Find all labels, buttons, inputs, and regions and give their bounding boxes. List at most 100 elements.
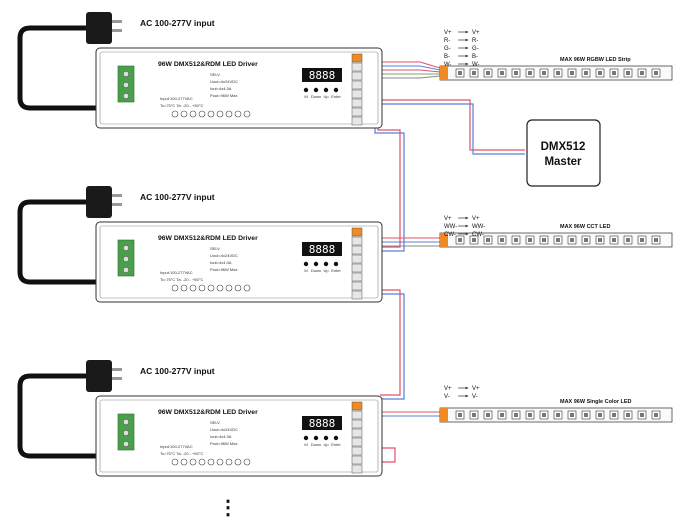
- driver-button-m[interactable]: [303, 261, 309, 267]
- spec-line: Input:100-277VAC: [160, 96, 193, 101]
- ac-input-label: AC 100-277V input: [140, 192, 215, 202]
- segment-display: 8888: [302, 68, 342, 82]
- display-digits: 8888: [309, 69, 336, 82]
- button-label: M: [304, 442, 307, 447]
- segment-display: 8888: [302, 416, 342, 430]
- input-terminal-block: [117, 65, 135, 103]
- spec-line: Iout=4x4.0A: [210, 434, 232, 439]
- driver-button-enter[interactable]: [333, 87, 339, 93]
- pin-to: B-: [472, 54, 478, 60]
- display-digits: 8888: [309, 243, 336, 256]
- spec-line: SELV: [210, 420, 220, 425]
- pin-to: R-: [472, 38, 478, 44]
- certification-icons: [171, 110, 251, 118]
- button-label: Up: [323, 268, 329, 273]
- pin-to: WW-: [472, 224, 485, 230]
- button-label: Up: [323, 94, 329, 99]
- pin-to: V+: [472, 30, 480, 36]
- led-strip-2: MAX 96W CCT LED V+ V+ WW- WW- CW- CW-: [439, 216, 673, 248]
- button-label: Enter: [331, 442, 341, 447]
- driver-button-enter[interactable]: [333, 261, 339, 267]
- display-digits: 8888: [309, 417, 336, 430]
- driver-button-down[interactable]: [313, 87, 319, 93]
- driver-title: 96W DMX512&RDM LED Driver: [158, 409, 258, 416]
- led-strip-3: MAX 96W Single Color LED V+ V+ V- V-: [439, 386, 673, 423]
- pin-from: R-: [444, 38, 450, 44]
- button-label: Enter: [331, 94, 341, 99]
- pin-from: WW-: [444, 224, 457, 230]
- led-driver-1: AC 100-277V input 96W DMX512&RDM LED Driv…: [17, 12, 383, 129]
- driver-button-up[interactable]: [323, 87, 329, 93]
- pin-to: V+: [472, 386, 480, 392]
- pin-to: G-: [472, 46, 479, 52]
- master-line-2: Master: [544, 156, 582, 168]
- pin-from: W-: [444, 62, 452, 68]
- spec-line: Uout=4x24VDC: [210, 427, 238, 432]
- driver-button-m[interactable]: [303, 435, 309, 441]
- led-driver-2: AC 100-277V input 96W DMX512&RDM LED Driv…: [17, 186, 383, 303]
- power-plug-icon: [17, 12, 122, 111]
- spec-line: Iout=4x4.0A: [210, 260, 232, 265]
- spec-line: Input:100-277VAC: [160, 270, 193, 275]
- output-terminal-block: [351, 227, 363, 300]
- pin-to: V+: [472, 216, 480, 222]
- spec-line: Tc=75°C Ta: -20 - +50°C: [160, 277, 203, 282]
- spec-line: Pout=96W Max: [210, 441, 237, 446]
- driver-title: 96W DMX512&RDM LED Driver: [158, 61, 258, 68]
- driver-button-down[interactable]: [313, 435, 319, 441]
- pin-from: V-: [444, 394, 450, 400]
- output-terminal-block: [351, 53, 363, 126]
- pin-to: CW-: [472, 232, 484, 238]
- button-label: Down: [311, 268, 321, 273]
- pin-from: V+: [444, 30, 452, 36]
- pin-from: G-: [444, 46, 451, 52]
- spec-line: SELV: [210, 72, 220, 77]
- output-terminal-block: [351, 401, 363, 474]
- strip-title: MAX 96W Single Color LED: [560, 399, 632, 405]
- pin-from: V+: [444, 216, 452, 222]
- driver-button-enter[interactable]: [333, 435, 339, 441]
- led-driver-3: AC 100-277V input 96W DMX512&RDM LED Driv…: [17, 360, 383, 477]
- driver-button-up[interactable]: [323, 261, 329, 267]
- power-plug-icon: [17, 186, 122, 285]
- ac-input-label: AC 100-277V input: [140, 18, 215, 28]
- continuation-dots: ⋮: [218, 497, 238, 519]
- certification-icons: [171, 458, 251, 466]
- master-line-1: DMX512: [541, 141, 586, 153]
- button-label: Down: [311, 94, 321, 99]
- pin-from: CW-: [444, 232, 456, 238]
- ac-input-label: AC 100-277V input: [140, 366, 215, 376]
- spec-line: Uout=4x24VDC: [210, 79, 238, 84]
- button-label: M: [304, 268, 307, 273]
- spec-line: Uout=4x24VDC: [210, 253, 238, 258]
- pin-to: W-: [472, 62, 480, 68]
- pin-to: V-: [472, 394, 478, 400]
- pin-from: B-: [444, 54, 450, 60]
- dmx512-master: DMX512 Master: [526, 119, 601, 187]
- certification-icons: [171, 284, 251, 292]
- spec-line: SELV: [210, 246, 220, 251]
- button-label: Down: [311, 442, 321, 447]
- driver-button-m[interactable]: [303, 87, 309, 93]
- led-strip-1: MAX 96W RGBW LED Strip V+ V+ R- R- G- G- B- B- W-…: [439, 30, 673, 81]
- strip-title: MAX 96W RGBW LED Strip: [560, 57, 631, 63]
- segment-display: 8888: [302, 242, 342, 256]
- button-label: M: [304, 94, 307, 99]
- power-plug-icon: [17, 360, 122, 459]
- spec-line: Pout=96W Max: [210, 93, 237, 98]
- button-label: Up: [323, 442, 329, 447]
- input-terminal-block: [117, 239, 135, 277]
- input-terminal-block: [117, 413, 135, 451]
- spec-line: Input:100-277VAC: [160, 444, 193, 449]
- spec-line: Iout=4x4.0A: [210, 86, 232, 91]
- driver-title: 96W DMX512&RDM LED Driver: [158, 235, 258, 242]
- driver-button-down[interactable]: [313, 261, 319, 267]
- spec-line: Pout=96W Max: [210, 267, 237, 272]
- strip-title: MAX 96W CCT LED: [560, 224, 610, 230]
- spec-line: Tc=75°C Ta: -20 - +50°C: [160, 103, 203, 108]
- button-label: Enter: [331, 268, 341, 273]
- spec-line: Tc=75°C Ta: -20 - +50°C: [160, 451, 203, 456]
- driver-button-up[interactable]: [323, 435, 329, 441]
- pin-from: V+: [444, 386, 452, 392]
